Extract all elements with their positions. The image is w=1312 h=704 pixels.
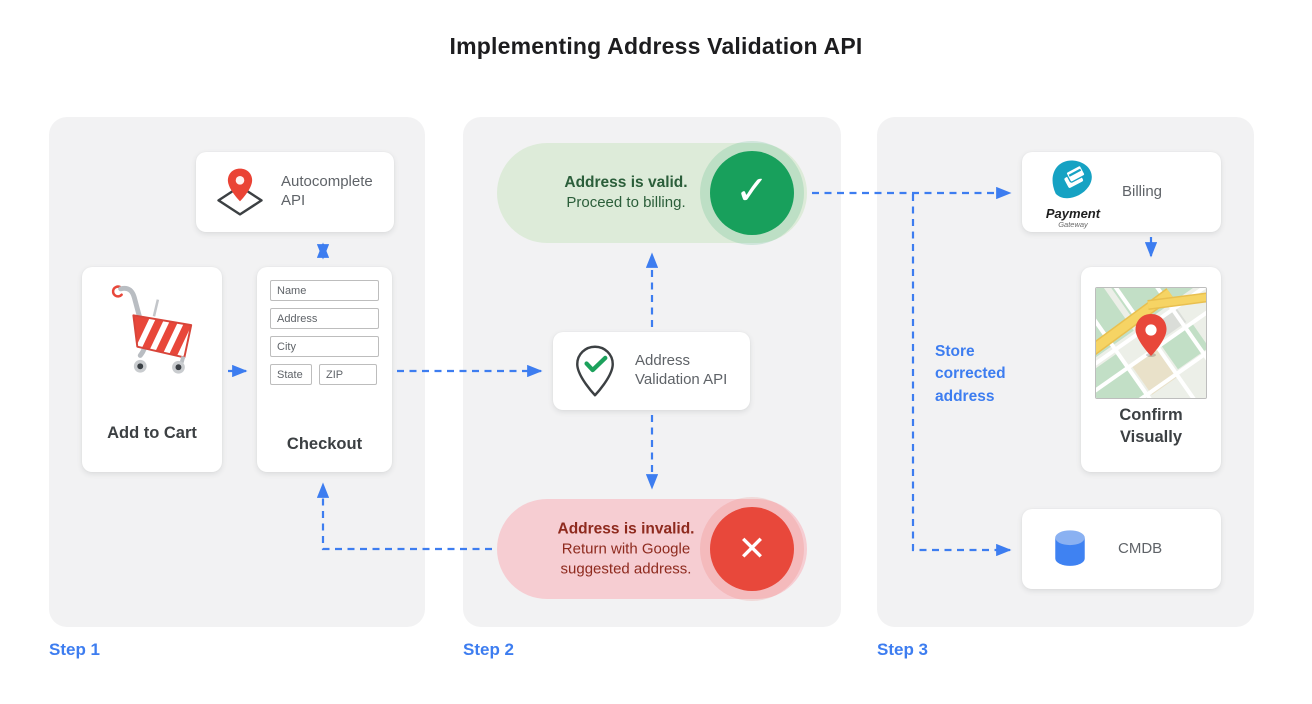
step-3-label: Step 3 [877, 640, 929, 659]
payment-gateway-icon: Payment Gateway [1038, 155, 1108, 229]
store-corrected-address-note: Store corrected address [935, 343, 1006, 405]
billing-card: Payment Gateway Billing [1022, 152, 1221, 232]
checkout-card: Name Address City State ZIP Checkout [257, 267, 392, 472]
checkout-field-city: City [270, 336, 379, 357]
gateway-logo-text: Gateway [1058, 220, 1088, 229]
validation-api-card: Address Validation API [553, 332, 750, 410]
checkout-label: Checkout [286, 434, 363, 453]
checkout-field-state: State [270, 364, 312, 385]
checkout-field-name: Name [270, 280, 379, 301]
shopping-cart-icon [103, 281, 201, 384]
address-invalid-pill: Address is invalid. Return with Google s… [497, 499, 807, 599]
checkout-field-zip: ZIP [319, 364, 377, 385]
pin-check-icon [567, 343, 623, 399]
step-2-label: Step 2 [463, 640, 515, 659]
page-title: Implementing Address Validation API [449, 33, 863, 59]
invalid-x-circle: ✕ [710, 507, 794, 591]
valid-title: Address is valid. [564, 174, 688, 192]
valid-subtitle: Proceed to billing. [566, 194, 686, 212]
autocomplete-api-card: Autocomplete API [196, 152, 394, 232]
address-valid-pill: Address is valid. Proceed to billing. ✓ [497, 143, 807, 243]
payment-logo-text: Payment [1045, 206, 1101, 221]
valid-check-circle: ✓ [710, 151, 794, 235]
checkout-field-address: Address [270, 308, 379, 329]
validation-api-label: Address Validation API [635, 352, 728, 388]
database-icon [1044, 523, 1096, 575]
cmdb-label: CMDB [1118, 539, 1163, 557]
map-thumbnail [1095, 287, 1207, 399]
billing-label: Billing [1122, 182, 1163, 200]
invalid-title: Address is invalid. [557, 520, 695, 538]
cmdb-card: CMDB [1022, 509, 1221, 589]
confirm-visually-label: Confirm Visually [1119, 406, 1183, 446]
check-icon: ✓ [735, 168, 769, 214]
x-icon: ✕ [737, 529, 767, 569]
add-to-cart-card: Add to Cart [82, 267, 222, 472]
autocomplete-api-label: Autocomplete API [281, 173, 373, 209]
map-pin-icon [212, 164, 268, 220]
step-1-label: Step 1 [49, 640, 101, 659]
confirm-visually-card: Confirm Visually [1081, 267, 1221, 472]
invalid-subtitle: Return with Google suggested address. [560, 540, 692, 578]
add-to-cart-label: Add to Cart [107, 423, 197, 442]
